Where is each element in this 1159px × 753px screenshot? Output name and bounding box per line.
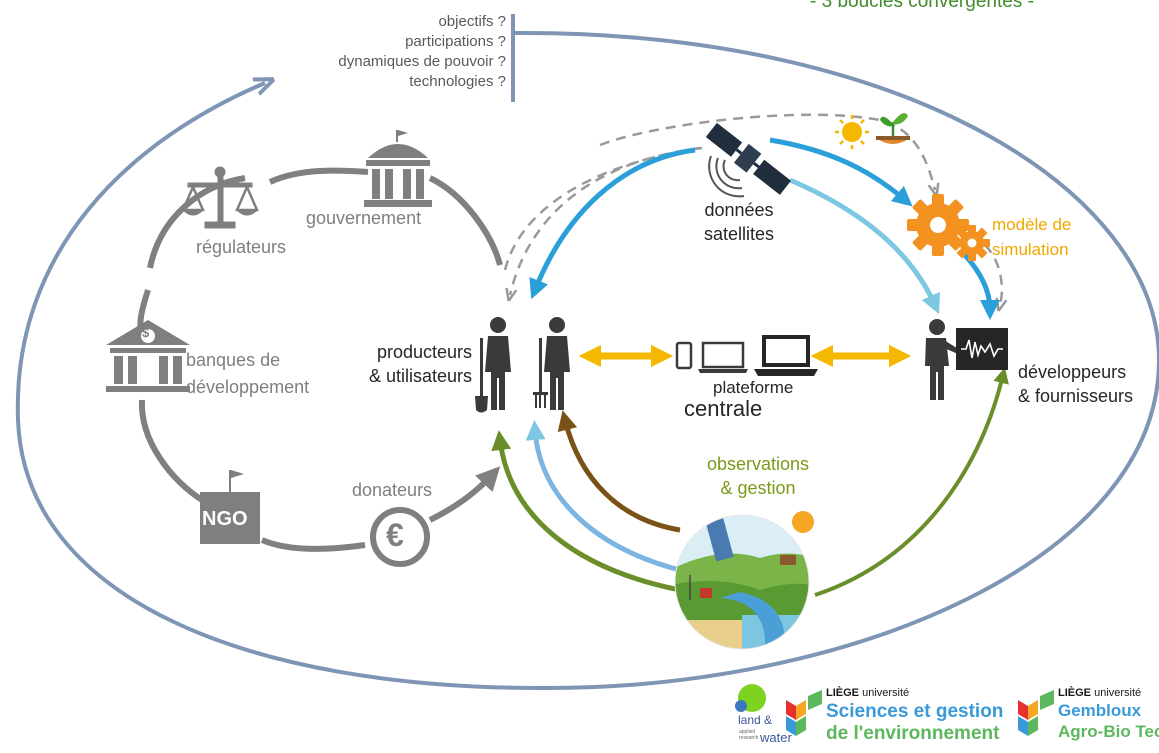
label-observations-line2: & gestion: [720, 478, 796, 498]
uliege2-brand-normal: université: [1094, 687, 1142, 699]
label-producteurs-line1: producteurs: [376, 342, 472, 362]
ngo-building-icon: [200, 470, 260, 544]
satellite-to-model-arrow: [769, 137, 913, 207]
sun-icon: [835, 115, 869, 149]
label-donnees-line2: satellites: [703, 224, 775, 244]
label-producteurs-line2: & utilisateurs: [368, 366, 472, 386]
uliege1-line1: Sciences et gestion: [826, 701, 1004, 722]
farmer-pitchfork-icon: [533, 317, 570, 410]
phone-icon: [675, 341, 693, 370]
dashed-link-model: [984, 244, 1002, 305]
landwater-line2: water: [760, 730, 792, 745]
laptop-icon: [698, 335, 818, 376]
landscape-icon: [674, 511, 814, 650]
question-pouvoir: dynamiques de pouvoir ?: [338, 53, 506, 70]
uliege1-brand-normal: université: [862, 687, 910, 699]
question-objectifs: objectifs ?: [438, 13, 506, 30]
label-modele-line1: modèle de: [992, 215, 1072, 234]
uliege2-brand: LIÈGE université: [1058, 687, 1141, 699]
plant-icon: [876, 113, 910, 144]
label-plateforme: plateforme: [713, 378, 794, 397]
diagram-subtitle: - 3 boucles convergentes -: [810, 0, 1034, 12]
observations-to-producers-green-arrow: [491, 430, 681, 593]
euro-coin-icon: [370, 507, 430, 567]
label-developpeurs-line1: développeurs: [1018, 362, 1127, 382]
ngo-sign-text: NGO: [202, 508, 248, 530]
observations-to-developers-arrow: [814, 367, 1009, 597]
land-water-logo: [735, 684, 766, 712]
label-regulateurs: régulateurs: [196, 237, 287, 257]
farmer-shovel-icon: [475, 317, 511, 413]
label-donateurs: donateurs: [352, 480, 433, 500]
label-banques-line1: banques de: [186, 350, 281, 370]
landwater-small2: research: [739, 735, 759, 741]
label-donnees-line1: données: [704, 200, 774, 220]
euro-symbol: €: [386, 517, 404, 553]
presenter-icon: [925, 319, 1008, 400]
scales-icon: [181, 166, 259, 229]
dashed-link-producers: [510, 146, 703, 295]
question-technologies: technologies ?: [409, 73, 506, 90]
uliege1-line2: de l'environnement: [826, 723, 1000, 744]
landwater-line1: land &: [738, 713, 773, 727]
uliege-logo-2: [1018, 690, 1054, 736]
question-participations: participations ?: [405, 33, 506, 50]
label-gouvernement: gouvernement: [306, 208, 422, 228]
outer-feedback-loop: [15, 14, 1159, 691]
model-to-developers-arrow: [958, 248, 1000, 320]
uliege1-brand: LIÈGE université: [826, 687, 909, 699]
satellite-to-producers-arrow: [529, 147, 696, 300]
uliege1-brand-bold: LIÈGE: [826, 687, 860, 699]
label-centrale: centrale: [684, 396, 763, 421]
dashed-link-government: [503, 146, 701, 271]
label-observations: observations & gestion: [698, 452, 818, 500]
observations-to-producers-brown-arrow: [557, 410, 681, 533]
label-producteurs: producteurs & utilisateurs: [356, 340, 472, 388]
label-banques-line2: développement: [186, 377, 310, 397]
label-modele: modèle de simulation: [992, 212, 1071, 262]
question-list: objectifs ? participations ? dynamiques …: [280, 12, 506, 92]
label-developpeurs: développeurs & fournisseurs: [1018, 360, 1133, 408]
label-modele-line2: simulation: [992, 240, 1069, 259]
landwater-small1: applied: [739, 729, 756, 735]
dollar-symbol: $: [142, 325, 150, 340]
observations-to-producers-blue-arrow: [525, 420, 681, 573]
uliege2-line1: Gembloux: [1058, 701, 1142, 720]
label-banques: banques de développement: [186, 347, 309, 401]
label-observations-line1: observations: [706, 454, 810, 474]
satellite-to-developers-arrow: [789, 177, 940, 315]
bank-icon: [106, 320, 190, 392]
gear-icon: [907, 194, 990, 261]
uliege2-brand-bold: LIÈGE: [1058, 687, 1092, 699]
uliege-logo-1: [786, 690, 822, 736]
satellite-icon: [705, 122, 792, 198]
label-donnees-satellites: données satellites: [700, 198, 778, 246]
label-developpeurs-line2: & fournisseurs: [1018, 386, 1134, 406]
government-building-icon: [364, 130, 432, 207]
dashed-link-top: [599, 113, 935, 190]
uliege2-line2: Agro-Bio Tec: [1058, 722, 1159, 741]
